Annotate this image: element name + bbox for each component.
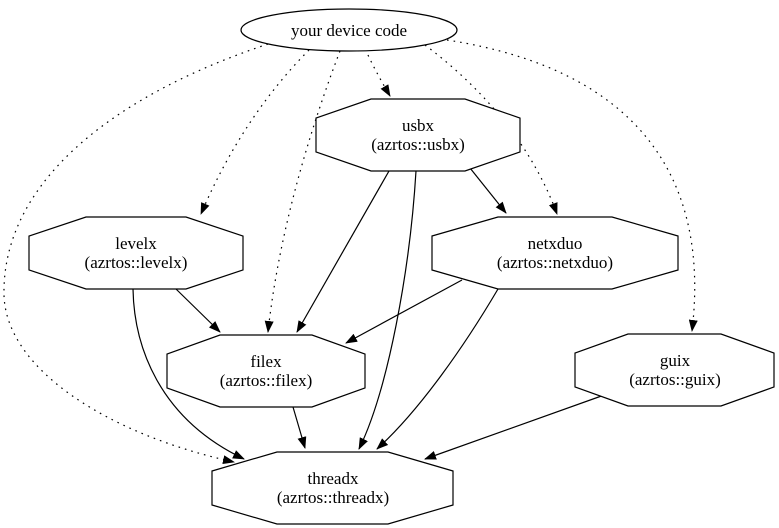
edge-usbx-to-netxduo: [469, 167, 507, 214]
usbx-title: usbx: [402, 116, 435, 135]
usbx-subtitle: (azrtos::usbx): [371, 135, 464, 154]
edge-device-to-netxduo: [424, 44, 558, 215]
filex-subtitle: (azrtos::filex): [220, 371, 313, 390]
netxduo-title: netxduo: [528, 234, 583, 253]
levelx-octagon: [28, 216, 244, 290]
edge-guix-to-threadx: [424, 393, 608, 460]
solid-edges: [132, 167, 608, 460]
threadx-octagon: [211, 451, 454, 525]
node-device: your device code: [240, 8, 458, 52]
levelx-title: levelx: [115, 234, 157, 253]
filex-title: filex: [250, 352, 282, 371]
edge-usbx-to-threadx: [358, 170, 417, 450]
edge-netxduo-to-threadx: [376, 288, 499, 450]
guix-title: guix: [660, 351, 691, 370]
edge-netxduo-to-filex: [345, 279, 463, 344]
node-usbx: usbx (azrtos::usbx): [315, 98, 521, 172]
filex-octagon: [166, 334, 366, 408]
edge-filex-to-threadx: [292, 406, 307, 449]
node-levelx: levelx (azrtos::levelx): [28, 216, 244, 290]
edge-levelx-to-threadx: [132, 288, 245, 460]
node-filex: filex (azrtos::filex): [166, 334, 366, 408]
netxduo-subtitle: (azrtos::netxduo): [497, 253, 613, 272]
node-netxduo: netxduo (azrtos::netxduo): [431, 216, 679, 290]
threadx-title: threadx: [308, 469, 359, 488]
dotted-edges: [3, 39, 698, 465]
guix-subtitle: (azrtos::guix): [629, 370, 721, 389]
levelx-subtitle: (azrtos::levelx): [85, 253, 188, 272]
edge-levelx-to-filex: [175, 288, 221, 333]
device-label: your device code: [291, 21, 407, 40]
edge-usbx-to-filex: [296, 170, 390, 333]
edge-device-to-filex: [264, 50, 341, 333]
node-guix: guix (azrtos::guix): [574, 333, 775, 407]
node-threadx: threadx (azrtos::threadx): [211, 451, 454, 525]
netxduo-octagon: [431, 216, 679, 290]
edge-device-to-guix: [446, 39, 698, 332]
threadx-subtitle: (azrtos::threadx): [277, 488, 389, 507]
usbx-octagon: [315, 98, 521, 172]
device-ellipse: [240, 8, 458, 52]
edge-device-to-usbx: [367, 54, 391, 97]
guix-octagon: [574, 333, 775, 407]
edge-device-to-levelx: [200, 49, 310, 215]
